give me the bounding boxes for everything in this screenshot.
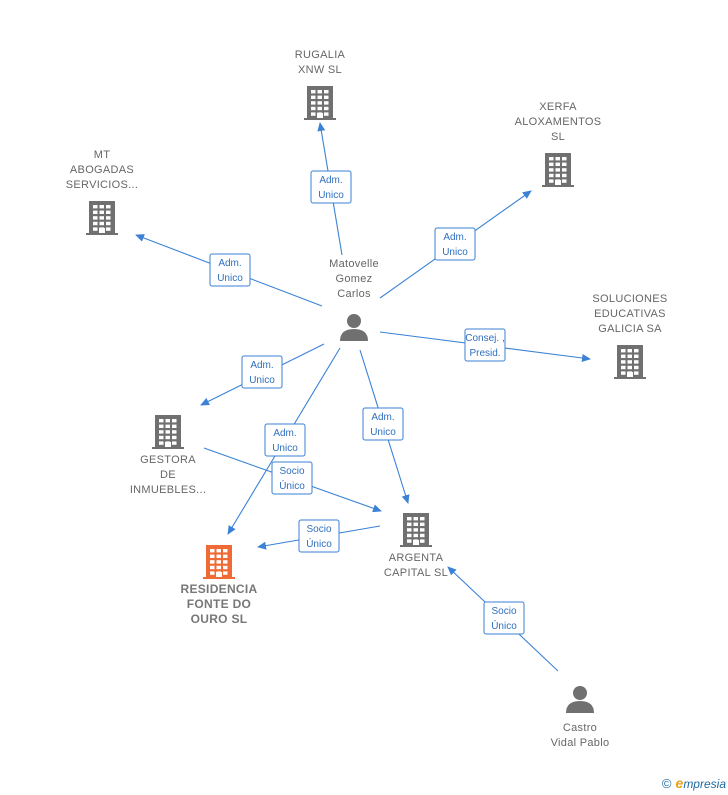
building-icon	[152, 415, 184, 449]
edge-label-text: Único	[306, 537, 332, 550]
node-label-residencia: FONTE DO	[187, 597, 251, 611]
edge-label-text: Socio	[279, 466, 304, 477]
node-label-argenta: ARGENTA	[389, 552, 444, 564]
edge-label-text: Único	[279, 479, 305, 492]
brand-initial: e	[675, 775, 684, 791]
edge-label-text: Socio	[491, 606, 516, 617]
edge-label-box[interactable]	[434, 227, 476, 261]
edge-matovelle-xerfa: Adm. Unico	[379, 190, 532, 299]
edge-label-text: Unico	[272, 443, 298, 454]
edge-label-text: Unico	[370, 427, 396, 438]
edge-matovelle-gestora: Adm. Unico	[200, 343, 325, 406]
brand-name: mpresia	[683, 777, 726, 791]
edge-matovelle-rugalia: Adm. Unico	[310, 122, 352, 256]
edge-label-box[interactable]	[483, 601, 525, 635]
edge-label-box[interactable]	[362, 407, 404, 441]
building-icon	[614, 345, 646, 379]
edge-label-text: Único	[491, 619, 517, 632]
node-label-gestora: DE	[160, 469, 176, 481]
building-icon	[542, 153, 574, 187]
edge-label-text: Adm.	[250, 360, 273, 371]
edge-label-box[interactable]	[271, 461, 313, 495]
node-label-residencia: OURO SL	[191, 612, 248, 626]
edge-label-box[interactable]	[241, 355, 283, 389]
building-icon	[304, 86, 336, 120]
node-mt[interactable]: MT ABOGADAS SERVICIOS...	[66, 149, 138, 235]
building-icon	[86, 201, 118, 235]
edge-label-text: Adm.	[273, 428, 296, 439]
edge-label-box[interactable]	[464, 328, 506, 362]
person-icon	[566, 686, 594, 713]
node-label-residencia: RESIDENCIA	[180, 582, 257, 596]
node-gestora[interactable]: GESTORA DE INMUEBLES...	[130, 415, 206, 496]
building-icon	[400, 513, 432, 547]
node-label-matovelle: Gomez	[336, 273, 373, 285]
node-label-xerfa: XERFA	[539, 101, 577, 113]
edge-label-text: Adm.	[371, 412, 394, 423]
node-label-soluciones: EDUCATIVAS	[594, 308, 666, 320]
node-label-argenta: CAPITAL SL	[384, 567, 448, 579]
node-label-xerfa: ALOXAMENTOS	[515, 116, 602, 128]
node-argenta[interactable]: ARGENTA CAPITAL SL	[384, 513, 448, 579]
edge-label-text: Unico	[318, 190, 344, 201]
edge-label-text: Socio	[306, 524, 331, 535]
edge-label-text: Unico	[249, 375, 275, 386]
node-label-castro: Vidal Pablo	[551, 737, 610, 749]
node-label-mt: SERVICIOS...	[66, 179, 138, 191]
edge-label-box[interactable]	[298, 519, 340, 553]
edge-label-box[interactable]	[264, 423, 306, 457]
node-label-gestora: GESTORA	[140, 454, 196, 466]
edge-label-text: Unico	[442, 247, 468, 258]
edge-label-text: Unico	[217, 273, 243, 284]
edge-label-text: Presid.	[469, 348, 500, 359]
edge-label-text: Adm.	[319, 175, 342, 186]
footer-brand: © empresia	[662, 775, 726, 791]
node-label-gestora: INMUEBLES...	[130, 484, 206, 496]
edge-matovelle-soluciones: Consej. , Presid.	[379, 328, 591, 362]
edge-matovelle-residencia: Adm. Unico	[227, 347, 341, 535]
node-label-soluciones: SOLUCIONES	[592, 293, 667, 305]
node-label-rugalia: RUGALIA	[295, 49, 346, 61]
node-label-mt: ABOGADAS	[70, 164, 134, 176]
building-icon	[203, 545, 235, 579]
node-label-matovelle: Matovelle	[329, 258, 379, 270]
node-label-matovelle: Carlos	[337, 288, 371, 300]
node-label-soluciones: GALICIA SA	[598, 323, 662, 335]
copyright-symbol: ©	[661, 775, 672, 791]
edge-label-box[interactable]	[310, 170, 352, 204]
node-label-mt: MT	[94, 149, 110, 161]
nodes-layer: RUGALIA XNW SL XERFA ALOXAMENTOS SL MT ABOGADA…	[66, 49, 668, 749]
edge-label-text: Adm.	[443, 232, 466, 243]
person-icon	[340, 314, 368, 341]
node-soluciones[interactable]: SOLUCIONES EDUCATIVAS GALICIA SA	[592, 293, 667, 379]
node-rugalia[interactable]: RUGALIA XNW SL	[295, 49, 346, 120]
edge-label-text: Adm.	[218, 258, 241, 269]
node-label-castro: Castro	[563, 722, 597, 734]
edge-matovelle-mt: Adm. Unico	[135, 234, 323, 307]
edge-label-box[interactable]	[209, 253, 251, 287]
node-xerfa[interactable]: XERFA ALOXAMENTOS SL	[515, 101, 602, 187]
brand-logo: empresia	[676, 775, 726, 791]
node-label-rugalia: XNW SL	[298, 64, 342, 76]
node-label-xerfa: SL	[551, 131, 565, 143]
edge-label-text: Consej. ,	[465, 333, 504, 344]
edge-matovelle-argenta: Adm. Unico	[359, 349, 410, 504]
